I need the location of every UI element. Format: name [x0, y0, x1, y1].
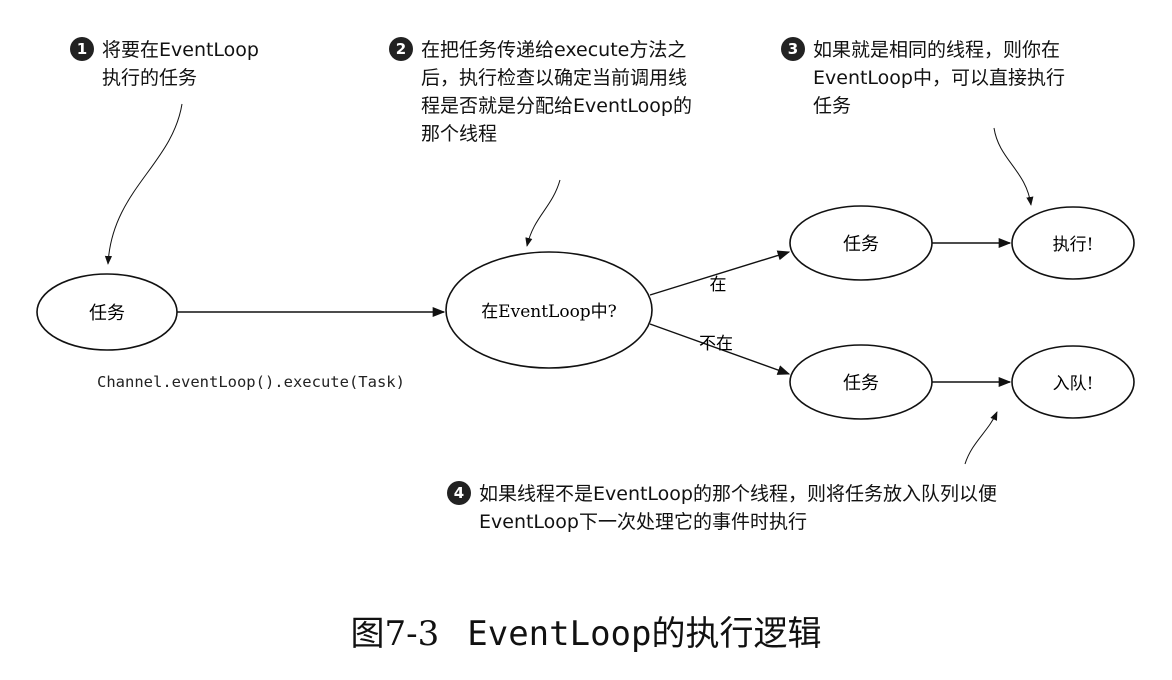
annotation-number-3: 3 — [781, 37, 805, 61]
node-task-yes: 任务 — [789, 205, 933, 281]
annotation-4: 4 如果线程不是EventLoop的那个线程，则将任务放入队列以便 EventLo… — [447, 480, 997, 536]
annotation-2-line-3: 程是否就是分配给EventLoop的 — [421, 95, 692, 117]
pointer-arrow-2 — [525, 179, 561, 247]
node-task-no: 任务 — [789, 344, 933, 420]
annotation-1-line-2: 执行的任务 — [102, 67, 198, 89]
annotation-number-1: 1 — [70, 37, 94, 61]
edge-yes-label: 在 — [710, 275, 727, 295]
caption-prefix: 图7-3 — [350, 614, 440, 654]
annotation-3-line-3: 任务 — [813, 95, 852, 117]
node-task-start: 任务 — [36, 273, 178, 351]
annotation-2-line-4: 那个线程 — [421, 123, 498, 145]
pointer-arrow-4 — [964, 411, 998, 465]
annotation-1: 1 将要在EventLoop 执行的任务 — [70, 36, 259, 92]
annotation-2-line-1: 在把任务传递给execute方法之 — [421, 39, 687, 61]
annotation-2-line-2: 后，执行检查以确定当前调用线 — [421, 67, 688, 89]
annotation-number-4: 4 — [447, 481, 471, 505]
node-execute-label: 执行! — [1053, 235, 1094, 255]
node-task-no-label: 任务 — [843, 373, 879, 394]
annotation-3: 3 如果就是相同的线程，则你在 EventLoop中，可以直接执行 任务 — [781, 36, 1065, 120]
node-in-event-loop-label: 在EventLoop中? — [481, 302, 617, 322]
node-execute: 执行! — [1011, 206, 1135, 280]
pointer-arrow-1 — [104, 103, 183, 265]
annotation-3-line-2: EventLoop中，可以直接执行 — [813, 67, 1065, 89]
annotation-2: 2 在把任务传递给execute方法之 后，执行检查以确定当前调用线 程是否就是分… — [389, 36, 692, 148]
figure-caption: 图7-3 EventLoop的执行逻辑 — [0, 606, 1172, 655]
annotation-4-line-2: EventLoop下一次处理它的事件时执行 — [479, 511, 807, 533]
edge-no-label: 不在 — [699, 334, 733, 354]
node-task-start-label: 任务 — [89, 303, 125, 324]
caption-code: EventLoop — [467, 614, 652, 654]
code-label: Channel.eventLoop().execute(Task) — [97, 373, 405, 391]
edge-check-to-yes — [649, 250, 791, 296]
edge-check-to-no — [649, 323, 791, 375]
node-enqueue-label: 入队! — [1053, 374, 1094, 394]
node-enqueue: 入队! — [1011, 345, 1135, 419]
node-task-yes-label: 任务 — [843, 234, 879, 255]
caption-suffix: 的执行逻辑 — [651, 614, 822, 654]
annotation-4-line-1: 如果线程不是EventLoop的那个线程，则将任务放入队列以便 — [479, 483, 997, 505]
annotation-1-line-1: 将要在EventLoop — [102, 39, 259, 61]
annotation-number-2: 2 — [389, 37, 413, 61]
node-in-event-loop: 在EventLoop中? — [445, 251, 653, 369]
annotation-3-line-1: 如果就是相同的线程，则你在 — [813, 39, 1061, 61]
pointer-arrow-3 — [993, 127, 1034, 206]
